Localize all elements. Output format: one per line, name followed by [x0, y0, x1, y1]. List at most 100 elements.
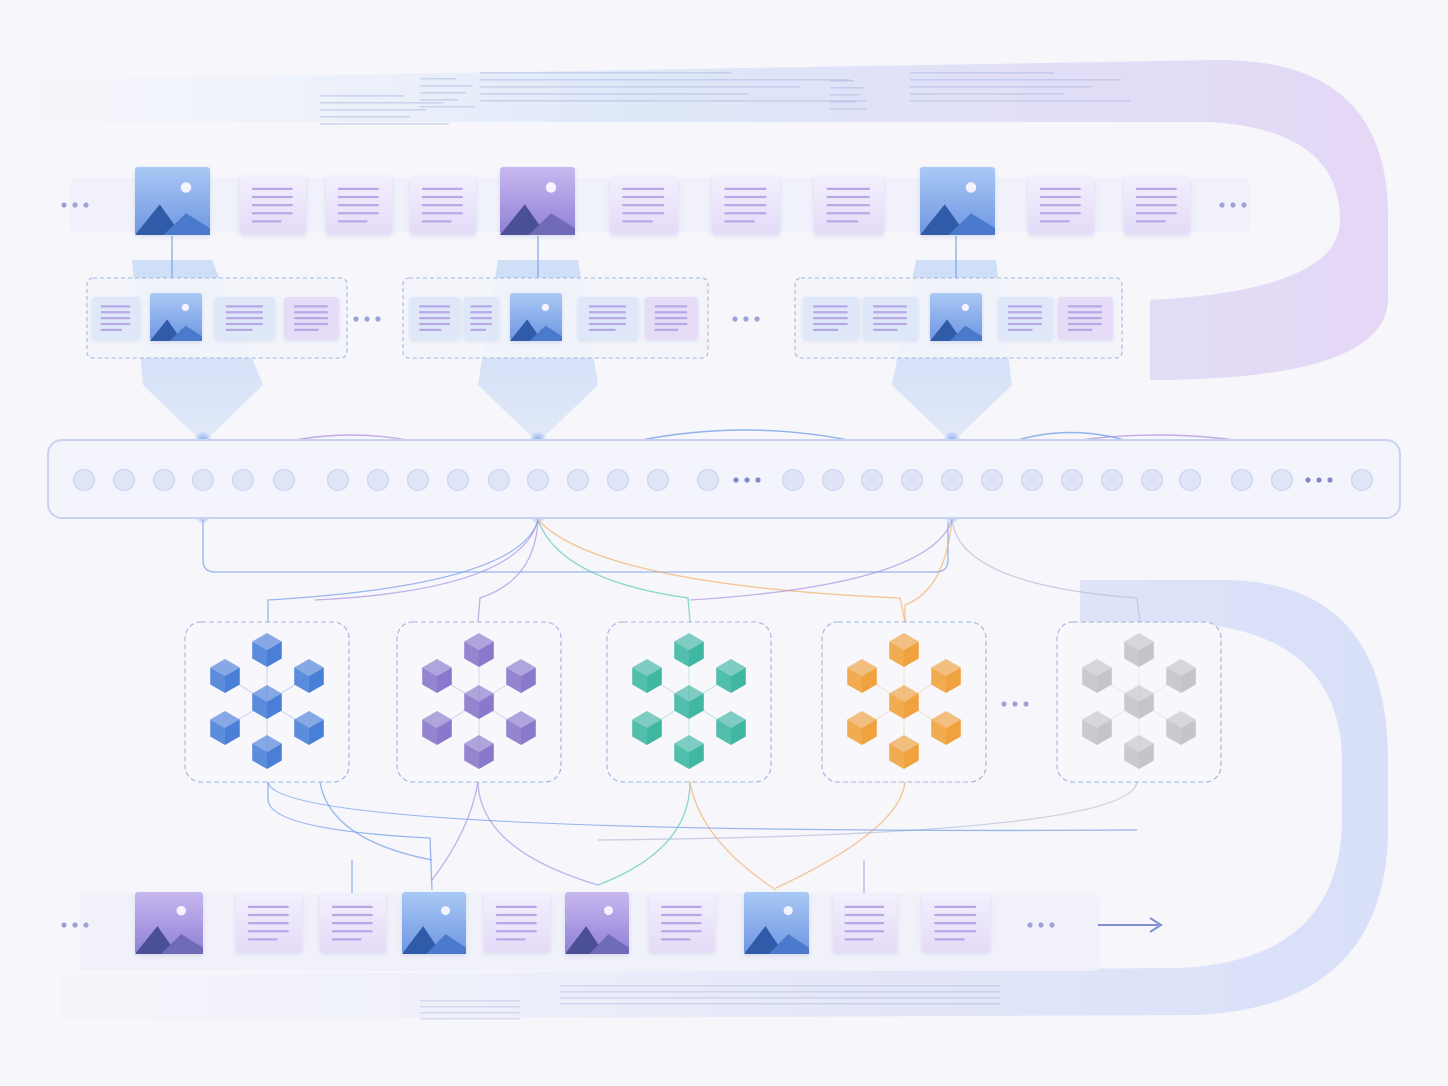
ellipsis-icon [732, 316, 760, 322]
text-lines-icon [215, 297, 275, 339]
image-icon [135, 892, 203, 954]
image-icon [135, 167, 210, 235]
image-icon [565, 892, 629, 954]
cube-icon [674, 685, 704, 719]
token-node [981, 469, 1003, 491]
text-lines-icon [326, 176, 392, 234]
cube-icon [1082, 659, 1112, 693]
cube-icon [716, 659, 746, 693]
token-node [941, 469, 963, 491]
arrow-right-icon [1098, 917, 1163, 933]
token-node [1061, 469, 1083, 491]
text-lines-icon [410, 297, 460, 339]
token-node [647, 469, 669, 491]
ellipsis-icon [1027, 922, 1055, 928]
text-lines-icon [712, 176, 780, 234]
cube-icon [506, 659, 536, 693]
cube-icon [464, 735, 494, 769]
token-node [488, 469, 510, 491]
text-lines-icon [240, 176, 306, 234]
token-node [1141, 469, 1163, 491]
ribbon-decor [320, 72, 1131, 1020]
token-node [153, 469, 175, 491]
text-lines-icon [1058, 297, 1113, 339]
token-node [1021, 469, 1043, 491]
cube-icon [847, 659, 877, 693]
token-node [367, 469, 389, 491]
token-node [901, 469, 923, 491]
image-icon [402, 892, 466, 954]
cube-icon [464, 685, 494, 719]
text-lines-icon [410, 176, 476, 234]
output-token-row [61, 892, 1163, 954]
ellipsis-icon [733, 477, 761, 483]
cube-icon [889, 633, 919, 667]
cube-icon [674, 735, 704, 769]
image-icon [744, 892, 809, 954]
text-lines-icon [814, 176, 884, 234]
text-lines-icon [1124, 176, 1190, 234]
token-node [782, 469, 804, 491]
token-node [407, 469, 429, 491]
text-lines-icon [863, 297, 918, 339]
text-lines-icon [649, 894, 715, 952]
token-node [527, 469, 549, 491]
text-lines-icon [645, 297, 698, 339]
token-node [607, 469, 629, 491]
cube-icon [252, 735, 282, 769]
token-node [232, 469, 254, 491]
image-icon [150, 293, 202, 341]
ellipsis-icon [353, 316, 381, 322]
cube-icon [931, 659, 961, 693]
cube-icon [889, 685, 919, 719]
token-node [1101, 469, 1123, 491]
image-icon [500, 167, 575, 235]
cube-icon [506, 711, 536, 745]
cube-icon [422, 659, 452, 693]
cube-icon [674, 633, 704, 667]
expert-group [396, 621, 562, 783]
cube-icon [847, 711, 877, 745]
text-lines-icon [833, 894, 897, 952]
text-lines-icon [803, 297, 859, 339]
text-lines-icon [92, 297, 140, 339]
expert-group [184, 621, 350, 783]
cube-icon [210, 711, 240, 745]
cube-icon [1124, 633, 1154, 667]
context-window [794, 277, 1123, 359]
ellipsis-icon [1305, 477, 1333, 483]
text-lines-icon [1028, 176, 1094, 234]
token-node [113, 469, 135, 491]
cube-icon [422, 711, 452, 745]
token-node [73, 469, 95, 491]
token-node [567, 469, 589, 491]
token-node [447, 469, 469, 491]
cube-icon [252, 633, 282, 667]
text-lines-icon [484, 894, 550, 952]
top-ribbon [40, 60, 1389, 380]
cube-icon [1082, 711, 1112, 745]
text-lines-icon [464, 297, 499, 339]
cube-icon [889, 735, 919, 769]
image-icon [510, 293, 562, 341]
token-node [1351, 469, 1373, 491]
token-node [1179, 469, 1201, 491]
ellipsis-icon [1001, 701, 1029, 707]
expert-group [1056, 621, 1222, 783]
text-lines-icon [236, 894, 302, 952]
cube-icon [716, 711, 746, 745]
ellipsis-icon [1219, 202, 1247, 208]
token-node [273, 469, 295, 491]
text-lines-icon [922, 894, 990, 952]
cube-icon [294, 711, 324, 745]
cube-icon [632, 659, 662, 693]
token-node [192, 469, 214, 491]
token-node [822, 469, 844, 491]
ellipsis-icon [61, 202, 89, 208]
token-node [1231, 469, 1253, 491]
text-lines-icon [610, 176, 678, 234]
bottom-ribbon [60, 580, 1388, 1020]
ellipsis-icon [61, 922, 89, 928]
